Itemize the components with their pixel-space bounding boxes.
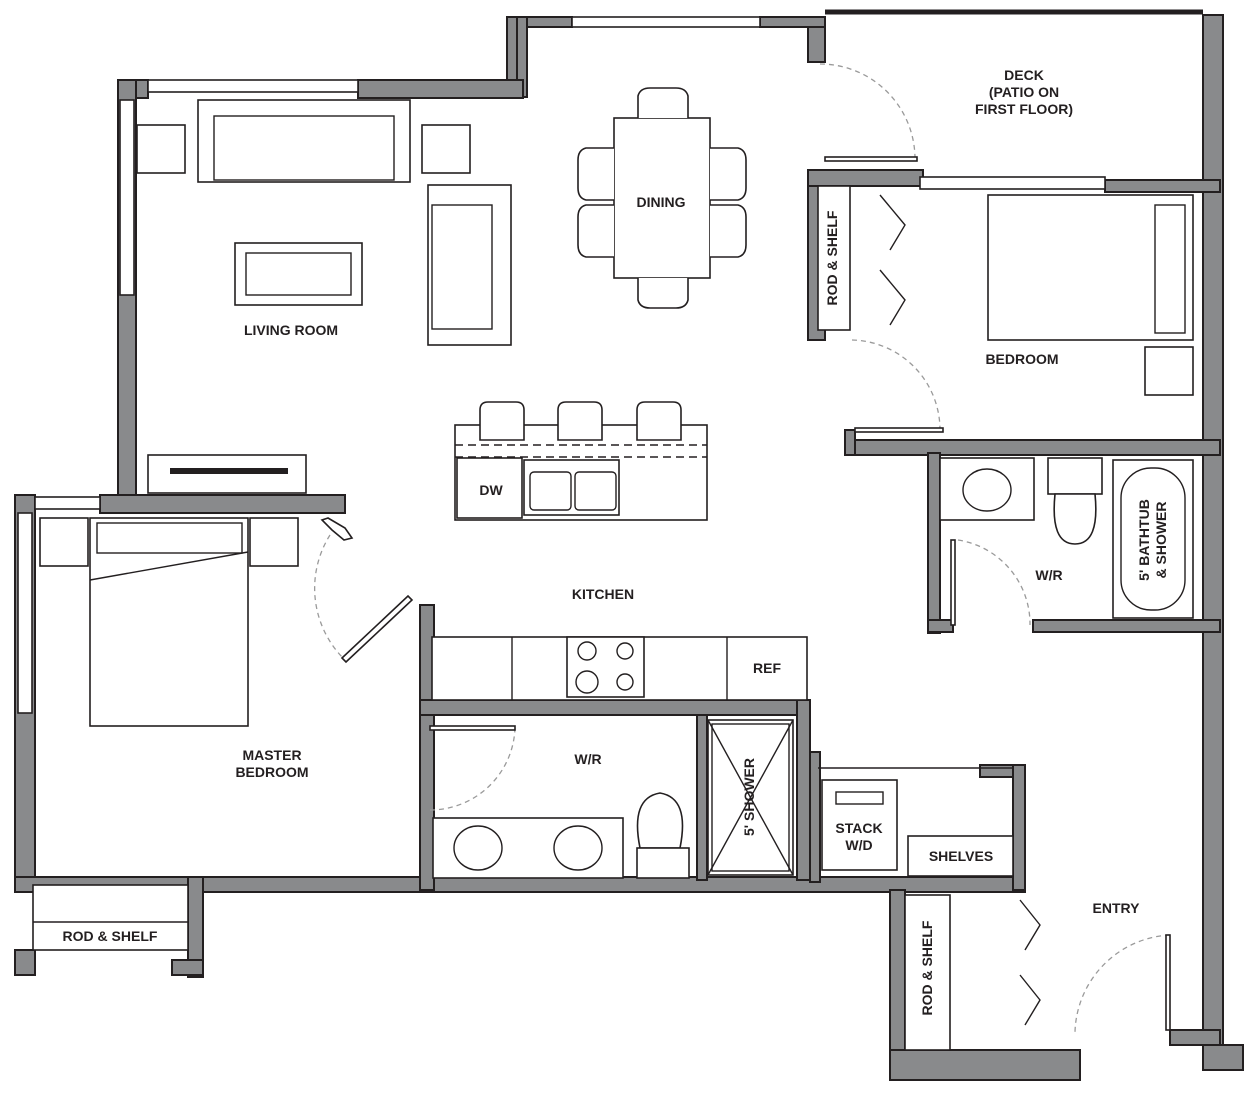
master-bed xyxy=(32,517,299,951)
rod-shelf-bedroom-label: ROD & SHELF xyxy=(824,210,840,305)
rod-shelf-entry-label: ROD & SHELF xyxy=(919,920,935,1015)
dining-table-set xyxy=(577,87,747,309)
living-furniture xyxy=(136,99,512,494)
walls xyxy=(14,14,1244,1081)
entry-closet xyxy=(904,894,1041,1051)
bedroom-furniture xyxy=(817,185,1194,396)
room-labels: DECK (PATIO ON FIRST FLOOR) DINING LIVIN… xyxy=(63,67,1169,1015)
doors xyxy=(320,156,1171,1031)
deck-label-1: DECK xyxy=(1004,67,1044,83)
stack-wd-label-2: W/D xyxy=(845,837,872,853)
master-bedroom-label-2: BEDROOM xyxy=(235,764,308,780)
wr-master-label: W/R xyxy=(574,751,601,767)
bath-2-fixtures xyxy=(939,457,1194,619)
stack-wd-label-1: STACK xyxy=(835,820,882,836)
master-bedroom-label-1: MASTER xyxy=(242,747,301,763)
kitchen-label: KITCHEN xyxy=(572,586,634,602)
bedroom-label: BEDROOM xyxy=(985,351,1058,367)
door-swings xyxy=(313,63,1171,1033)
deck-label-3: FIRST FLOOR) xyxy=(975,101,1073,117)
entry-label: ENTRY xyxy=(1093,900,1141,916)
kitchen-counter xyxy=(431,636,808,701)
master-bath-fixtures xyxy=(432,719,794,879)
windows xyxy=(17,9,1203,714)
rod-shelf-master-label: ROD & SHELF xyxy=(63,928,158,944)
deck-label-2: (PATIO ON xyxy=(989,84,1059,100)
ref-label: REF xyxy=(753,660,781,676)
laundry xyxy=(818,767,1014,877)
dining-label: DINING xyxy=(637,194,686,210)
wr-bedroom-label: W/R xyxy=(1035,567,1062,583)
shelves-label: SHELVES xyxy=(929,848,993,864)
bathtub-label-2: & SHOWER xyxy=(1153,502,1169,579)
bathtub-label-1: 5' BATHTUB xyxy=(1136,499,1152,581)
dw-label: DW xyxy=(479,482,503,498)
living-room-label: LIVING ROOM xyxy=(244,322,338,338)
kitchen-island xyxy=(454,401,708,521)
shower-label: 5' SHOWER xyxy=(741,758,757,836)
